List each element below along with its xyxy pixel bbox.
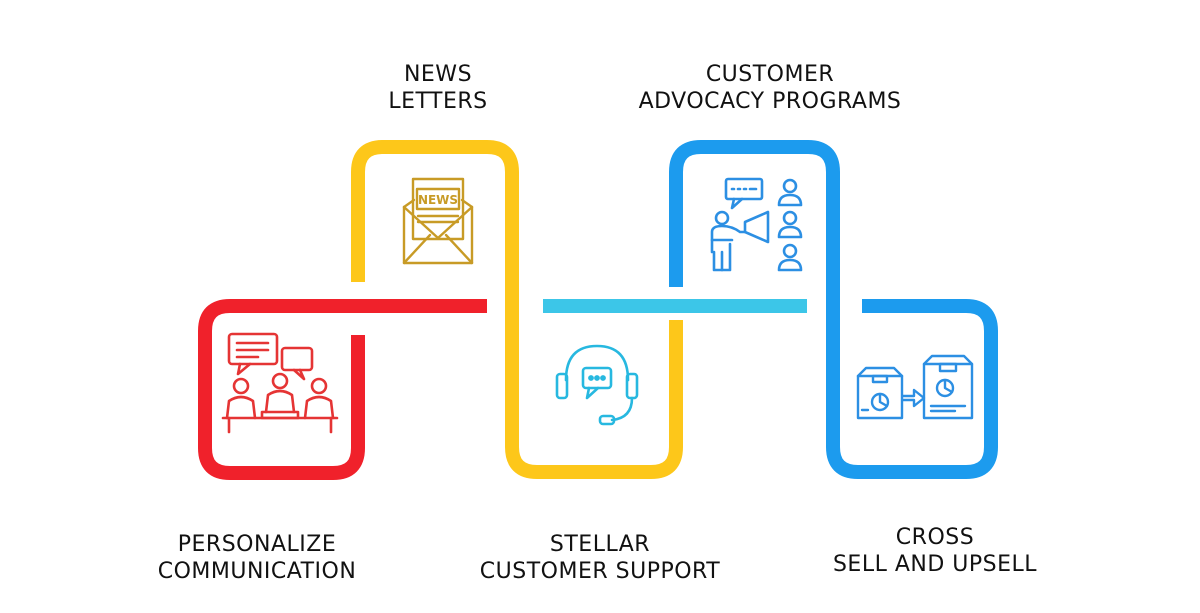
- label-personalize-communication: PERSONALIZE COMMUNICATION: [122, 531, 392, 585]
- red-path-segment: [198, 299, 487, 480]
- label-stellar-customer-support: STELLAR CUSTOMER SUPPORT: [450, 531, 750, 585]
- blue-path-segment: [669, 140, 998, 479]
- boxes-transfer-icon: [856, 354, 974, 420]
- label-line: COMMUNICATION: [157, 559, 357, 584]
- label-line: CUSTOMER SUPPORT: [479, 559, 721, 584]
- megaphone-audience-icon: [710, 177, 803, 272]
- label-line: SELL AND UPSELL: [832, 552, 1038, 577]
- headset-chat-icon: [555, 344, 639, 426]
- group-chat-icon: [221, 332, 339, 434]
- label-line: CUSTOMER: [705, 62, 835, 87]
- newsletter-envelope-icon: NEWS: [402, 177, 474, 265]
- newsletter-news-text: NEWS: [418, 193, 458, 207]
- label-line: CROSS: [895, 525, 975, 550]
- label-line: PERSONALIZE: [177, 532, 337, 557]
- yellow-path-segment: [351, 140, 683, 479]
- label-cross-sell-and-upsell: CROSS SELL AND UPSELL: [790, 524, 1080, 578]
- label-line: STELLAR: [549, 532, 651, 557]
- label-line: LETTERS: [388, 89, 488, 114]
- label-customer-advocacy-programs: CUSTOMER ADVOCACY PROGRAMS: [615, 61, 925, 115]
- label-line: ADVOCACY PROGRAMS: [638, 89, 902, 114]
- label-line: NEWS: [403, 62, 473, 87]
- label-news-letters: NEWS LETTERS: [338, 61, 538, 115]
